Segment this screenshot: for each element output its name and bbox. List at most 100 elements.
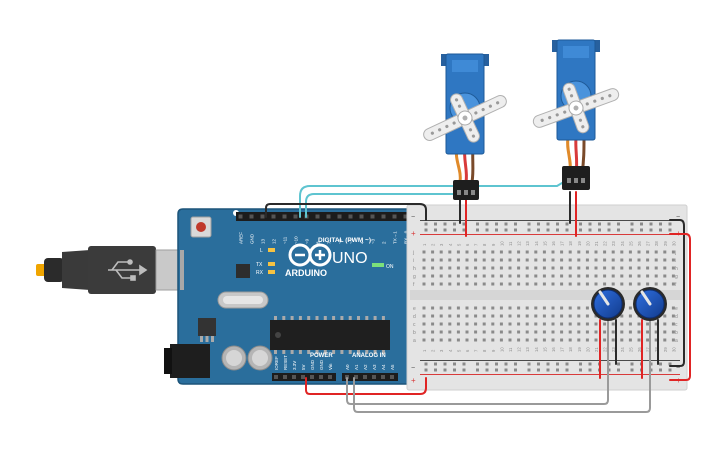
breadboard-hole[interactable] [456,330,460,334]
breadboard-hole[interactable] [671,322,675,326]
breadboard-hole[interactable] [568,282,572,286]
breadboard-hole[interactable] [568,274,572,278]
rail-hole[interactable] [514,368,517,372]
breadboard-hole[interactable] [628,338,632,342]
rail-hole[interactable] [640,222,643,226]
breadboard-hole[interactable] [551,250,555,254]
rail-hole[interactable] [537,362,540,366]
breadboard-hole[interactable] [491,266,495,270]
rail-hole[interactable] [588,362,592,366]
breadboard-hole[interactable] [628,306,632,310]
breadboard-hole[interactable] [560,314,564,318]
breadboard-hole[interactable] [482,274,486,278]
rail-hole[interactable] [514,222,517,226]
breadboard-hole[interactable] [577,314,581,318]
breadboard-hole[interactable] [534,338,538,342]
breadboard-hole[interactable] [534,282,538,286]
breadboard-hole[interactable] [422,258,426,262]
breadboard-hole[interactable] [551,322,555,326]
breadboard-hole[interactable] [439,258,443,262]
rail-hole[interactable] [579,362,582,366]
breadboard-hole[interactable] [628,266,632,270]
breadboard-hole[interactable] [560,306,564,310]
breadboard-hole[interactable] [542,306,546,310]
breadboard-hole[interactable] [560,274,564,278]
breadboard-hole[interactable] [663,250,667,254]
rail-hole[interactable] [476,362,479,366]
breadboard-hole[interactable] [663,274,667,278]
breadboard-hole[interactable] [517,250,521,254]
breadboard-hole[interactable] [482,330,486,334]
breadboard-hole[interactable] [456,306,460,310]
breadboard-hole[interactable] [560,338,564,342]
breadboard-hole[interactable] [654,274,658,278]
breadboard-hole[interactable] [637,250,641,254]
breadboard-hole[interactable] [508,266,512,270]
rail-hole[interactable] [630,362,634,366]
breadboard-hole[interactable] [620,314,624,318]
breadboard-hole[interactable] [431,274,435,278]
rail-hole[interactable] [668,228,672,232]
rail-hole[interactable] [537,228,540,232]
breadboard-hole[interactable] [560,258,564,262]
rail-hole[interactable] [514,228,517,232]
breadboard-hole[interactable] [620,258,624,262]
breadboard-hole[interactable] [585,338,589,342]
rail-hole[interactable] [453,228,456,232]
rail-hole[interactable] [476,368,479,372]
breadboard-hole[interactable] [499,250,503,254]
rail-hole[interactable] [495,222,498,226]
breadboard-hole[interactable] [637,338,641,342]
breadboard-hole[interactable] [611,330,615,334]
breadboard-hole[interactable] [448,322,452,326]
rail-hole[interactable] [617,362,620,366]
breadboard-hole[interactable] [671,282,675,286]
breadboard-hole[interactable] [439,282,443,286]
rail-hole[interactable] [649,228,653,232]
breadboard-hole[interactable] [534,330,538,334]
breadboard-hole[interactable] [628,314,632,318]
analog-pin[interactable] [381,375,385,379]
breadboard-hole[interactable] [637,322,641,326]
breadboard-hole[interactable] [482,258,486,262]
breadboard-hole[interactable] [517,314,521,318]
servo-1-signal-wire[interactable] [305,190,461,218]
breadboard-hole[interactable] [465,338,469,342]
breadboard-hole[interactable] [456,250,460,254]
rail-hole[interactable] [598,228,601,232]
breadboard-hole[interactable] [646,258,650,262]
breadboard-hole[interactable] [577,250,581,254]
breadboard-hole[interactable] [465,274,469,278]
breadboard-hole[interactable] [594,322,598,326]
digital-pin[interactable] [238,214,243,219]
rail-hole[interactable] [607,222,611,226]
breadboard-hole[interactable] [491,306,495,310]
breadboard-hole[interactable] [585,330,589,334]
breadboard-hole[interactable] [525,250,529,254]
breadboard-hole[interactable] [474,250,478,254]
breadboard-hole[interactable] [422,338,426,342]
breadboard-hole[interactable] [663,266,667,270]
breadboard-hole[interactable] [585,322,589,326]
rail-hole[interactable] [556,362,559,366]
breadboard-hole[interactable] [474,306,478,310]
breadboard-hole[interactable] [594,282,598,286]
breadboard-hole[interactable] [603,250,607,254]
breadboard-hole[interactable] [499,282,503,286]
breadboard-hole[interactable] [671,306,675,310]
breadboard-hole[interactable] [620,266,624,270]
breadboard-hole[interactable] [439,322,443,326]
breadboard-hole[interactable] [525,266,529,270]
breadboard-hole[interactable] [620,282,624,286]
rail-hole[interactable] [462,362,466,366]
breadboard-hole[interactable] [482,306,486,310]
servo-motor-1[interactable] [413,53,517,200]
breadboard-hole[interactable] [525,282,529,286]
breadboard-hole[interactable] [577,330,581,334]
breadboard-hole[interactable] [560,282,564,286]
breadboard-hole[interactable] [542,338,546,342]
breadboard-hole[interactable] [517,338,521,342]
breadboard-holes[interactable] [422,222,675,372]
breadboard-hole[interactable] [542,322,546,326]
breadboard-hole[interactable] [551,266,555,270]
